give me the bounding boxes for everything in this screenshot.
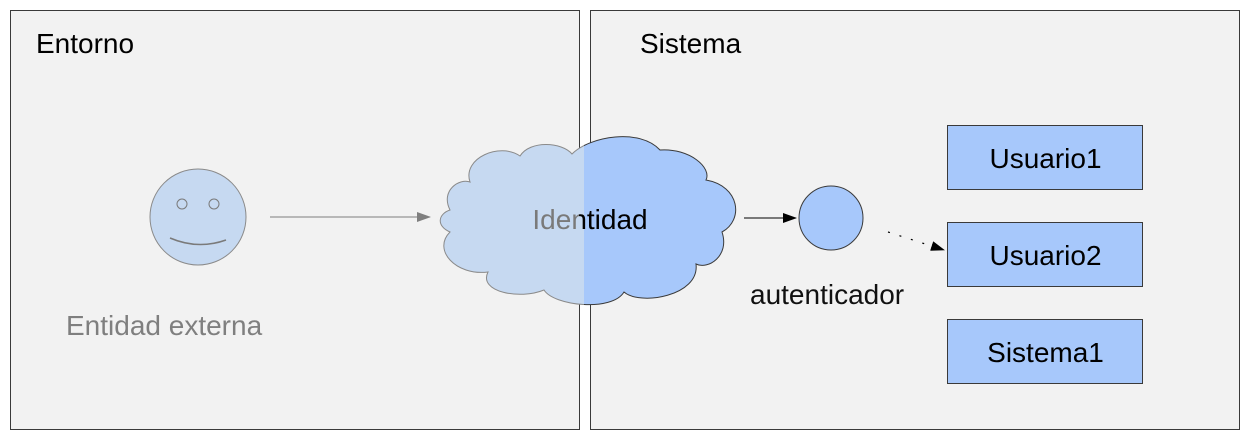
smiley-icon: [149, 168, 247, 266]
identity-label: Identidad: [532, 204, 648, 235]
identity-label-wrap: Identidad Identidad: [470, 200, 710, 240]
authenticator-label: autenticador: [750, 279, 905, 310]
account-label-2: Usuario2: [989, 240, 1102, 271]
authenticator-node: [798, 185, 864, 251]
identity-label-faded: Identidad: [532, 204, 648, 235]
external-entity-label: Entidad externa: [66, 310, 263, 341]
account-box-2: [947, 222, 1143, 287]
account-label-1: Usuario1: [989, 143, 1102, 174]
system-title: Sistema: [640, 28, 742, 59]
environment-title: Entorno: [36, 28, 135, 59]
account-box-1: [947, 125, 1143, 190]
authenticator-to-account-arrow: [887, 231, 945, 251]
account-label-3: Sistema1: [987, 337, 1104, 368]
account-box-3: [947, 319, 1143, 384]
